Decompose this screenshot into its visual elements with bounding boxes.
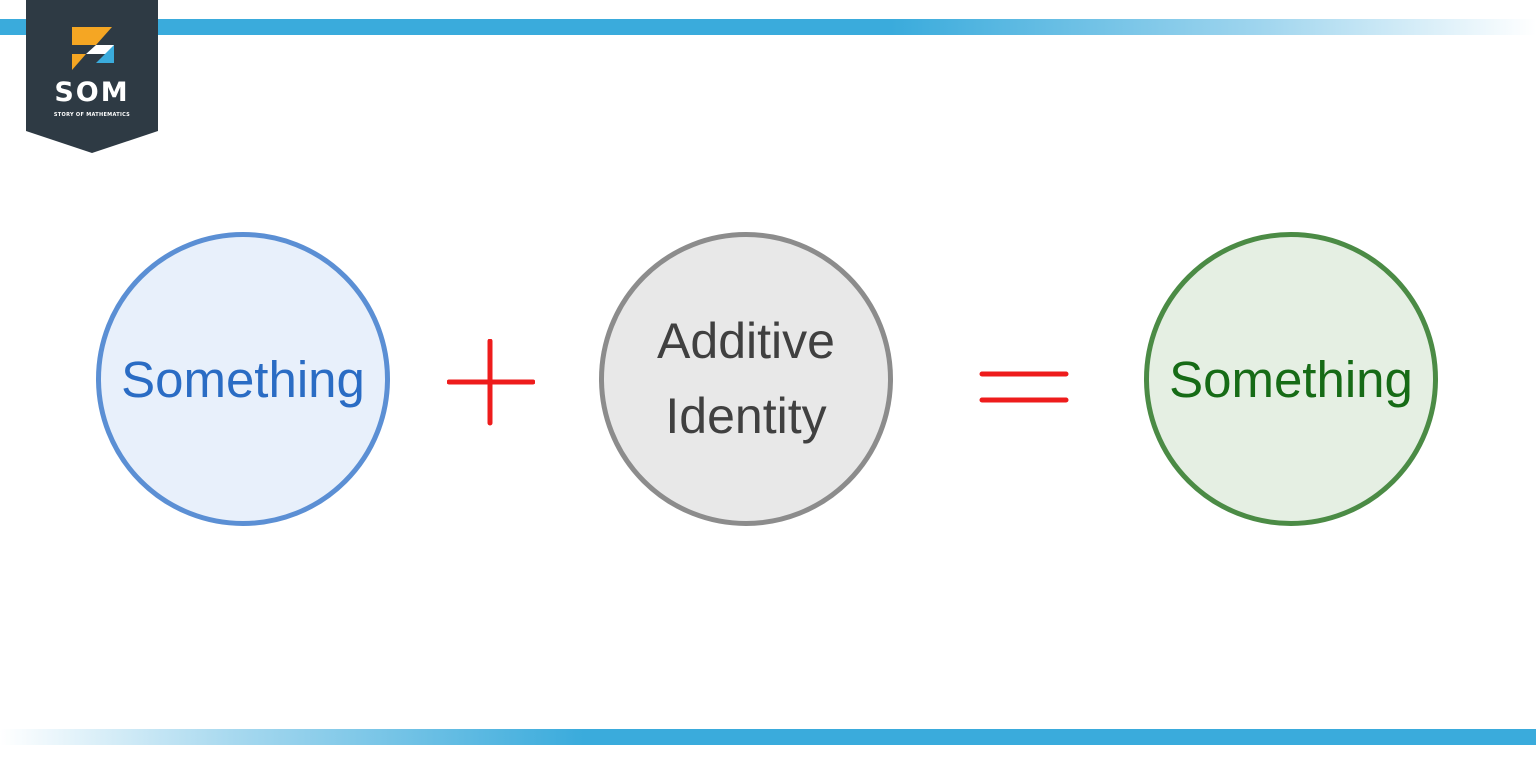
logo-blue-shape [96,45,114,63]
right-term-label: Something [1169,350,1413,408]
som-logo: SOM STORY OF MATHEMATICS [26,0,158,153]
middle-term-line1: Additive [657,313,835,369]
bottom-stripe [0,729,1536,745]
logo-badge-shape [26,0,158,153]
plus-icon [447,339,535,426]
right-term-circle: Something [1144,232,1438,526]
logo-wordmark: SOM [54,77,130,108]
equals-operator [978,368,1070,408]
top-stripe [0,19,1536,35]
left-term-circle: Something [96,232,390,526]
logo-subtitle: STORY OF MATHEMATICS [53,112,131,118]
additive-identity-circle: Additive Identity [599,232,893,526]
logo-orange-lower-shape [72,54,86,70]
logo-white-shape [86,45,114,54]
equals-icon [979,371,1069,403]
middle-term-line2: Identity [665,388,827,444]
plus-operator [447,339,535,427]
logo-orange-shape [72,27,112,45]
left-term-label: Something [121,350,365,408]
